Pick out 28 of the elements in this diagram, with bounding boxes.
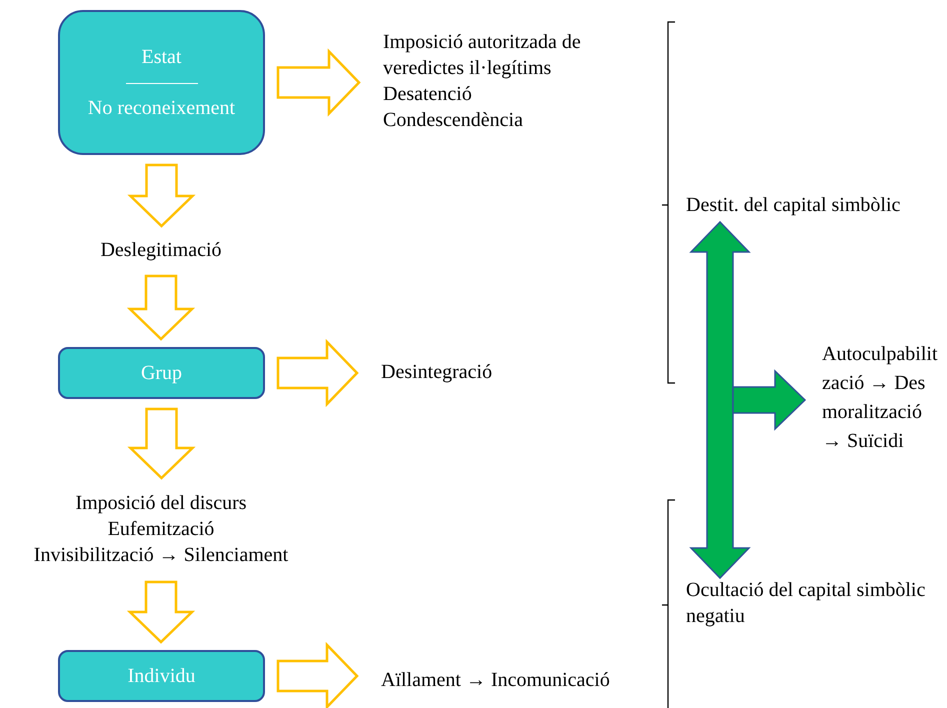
box-label: No reconeixement — [88, 96, 236, 120]
block-arrow — [276, 338, 359, 408]
text-label: Deslegitimació — [100, 238, 222, 263]
text-label: Invisibilització → Silenciament — [34, 543, 288, 568]
block-arrow — [732, 369, 806, 431]
block-arrow — [126, 274, 196, 341]
block-arrow — [689, 220, 751, 580]
block-arrow — [126, 580, 196, 644]
block-arrow — [276, 48, 361, 117]
text-label: Ocultació del capital simbòlic negatiu — [686, 578, 926, 629]
box-label: Grup — [140, 361, 182, 385]
text-label: Desatenció — [383, 82, 472, 107]
process-box — [58, 650, 265, 702]
text-label: Imposició del discurs — [75, 491, 247, 516]
block-arrow — [276, 642, 359, 708]
text-label: Eufemització — [108, 517, 214, 542]
text-label: Desintegració — [381, 360, 492, 385]
text-label: Aïllament → Incomunicació — [381, 668, 610, 693]
block-arrow — [127, 408, 196, 480]
box-label: Individu — [128, 664, 196, 688]
text-label: Destit. del capital simbòlic — [686, 193, 900, 218]
text-label: Imposició autoritzada de veredictes il·legítims — [383, 30, 582, 81]
text-label: Autoculpabilització → Desmoralització → Suïcidi — [822, 342, 939, 454]
process-box — [58, 10, 265, 155]
text-label: Condescendència — [383, 108, 523, 133]
box-label: Estat — [142, 45, 182, 69]
process-box — [58, 347, 265, 399]
block-arrow — [127, 164, 196, 228]
